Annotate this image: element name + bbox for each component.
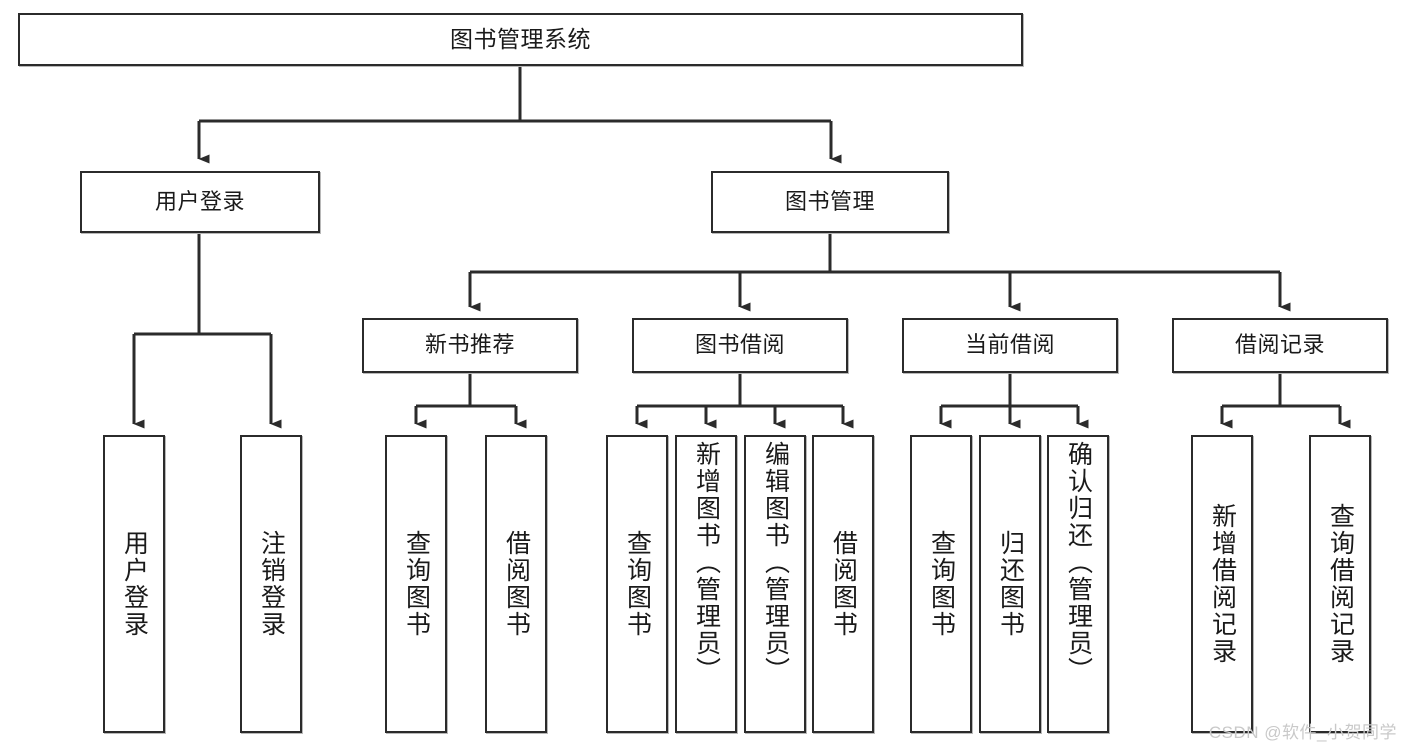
node-leaf-borrow-book-1[interactable]: 借阅图书 — [485, 435, 547, 733]
node-user-login[interactable]: 用户登录 — [80, 171, 320, 233]
node-leaf-confirm-return-label: 确认归还（管理员） — [1064, 441, 1093, 684]
node-book-manage[interactable]: 图书管理 — [711, 171, 949, 233]
node-book-borrow-label: 图书借阅 — [694, 332, 785, 358]
node-leaf-return-book-label: 归还图书 — [996, 530, 1025, 638]
node-book-borrow[interactable]: 图书借阅 — [632, 318, 848, 373]
node-leaf-query-book-1-label: 查询图书 — [402, 530, 431, 638]
node-leaf-logout[interactable]: 注销登录 — [240, 435, 302, 733]
node-leaf-query-book-2-label: 查询图书 — [623, 530, 652, 638]
node-leaf-borrow-book-2[interactable]: 借阅图书 — [812, 435, 874, 733]
node-new-book-recommend-label: 新书推荐 — [424, 332, 515, 358]
node-leaf-confirm-return[interactable]: 确认归还（管理员） — [1047, 435, 1109, 733]
node-current-borrow-label: 当前借阅 — [964, 332, 1055, 358]
node-leaf-query-book-3[interactable]: 查询图书 — [910, 435, 972, 733]
node-root-system-label: 图书管理系统 — [450, 25, 591, 52]
node-leaf-query-record-label: 查询借阅记录 — [1326, 503, 1355, 665]
node-leaf-borrow-book-1-label: 借阅图书 — [502, 530, 531, 638]
node-book-manage-label: 图书管理 — [784, 188, 875, 214]
node-borrow-record[interactable]: 借阅记录 — [1172, 318, 1388, 373]
node-leaf-return-book[interactable]: 归还图书 — [979, 435, 1041, 733]
node-leaf-add-record[interactable]: 新增借阅记录 — [1191, 435, 1253, 733]
node-leaf-query-book-3-label: 查询图书 — [927, 530, 956, 638]
node-leaf-user-login-label: 用户登录 — [120, 530, 149, 638]
node-user-login-label: 用户登录 — [154, 188, 245, 214]
node-borrow-record-label: 借阅记录 — [1234, 332, 1325, 358]
node-leaf-user-login[interactable]: 用户登录 — [103, 435, 165, 733]
node-current-borrow[interactable]: 当前借阅 — [902, 318, 1118, 373]
node-leaf-add-book-label: 新增图书（管理员） — [692, 441, 721, 684]
csdn-watermark: CSDN @软件_小贺同学 — [1208, 723, 1397, 742]
node-leaf-edit-book-label: 编辑图书（管理员） — [761, 441, 790, 684]
node-leaf-query-record[interactable]: 查询借阅记录 — [1309, 435, 1371, 733]
node-leaf-add-book[interactable]: 新增图书（管理员） — [675, 435, 737, 733]
node-leaf-logout-label: 注销登录 — [257, 530, 286, 638]
node-leaf-query-book-1[interactable]: 查询图书 — [385, 435, 447, 733]
node-new-book-recommend[interactable]: 新书推荐 — [362, 318, 578, 373]
node-leaf-add-record-label: 新增借阅记录 — [1208, 503, 1237, 665]
node-leaf-borrow-book-2-label: 借阅图书 — [829, 530, 858, 638]
node-leaf-query-book-2[interactable]: 查询图书 — [606, 435, 668, 733]
node-leaf-edit-book[interactable]: 编辑图书（管理员） — [744, 435, 806, 733]
node-root-system[interactable]: 图书管理系统 — [18, 13, 1023, 66]
